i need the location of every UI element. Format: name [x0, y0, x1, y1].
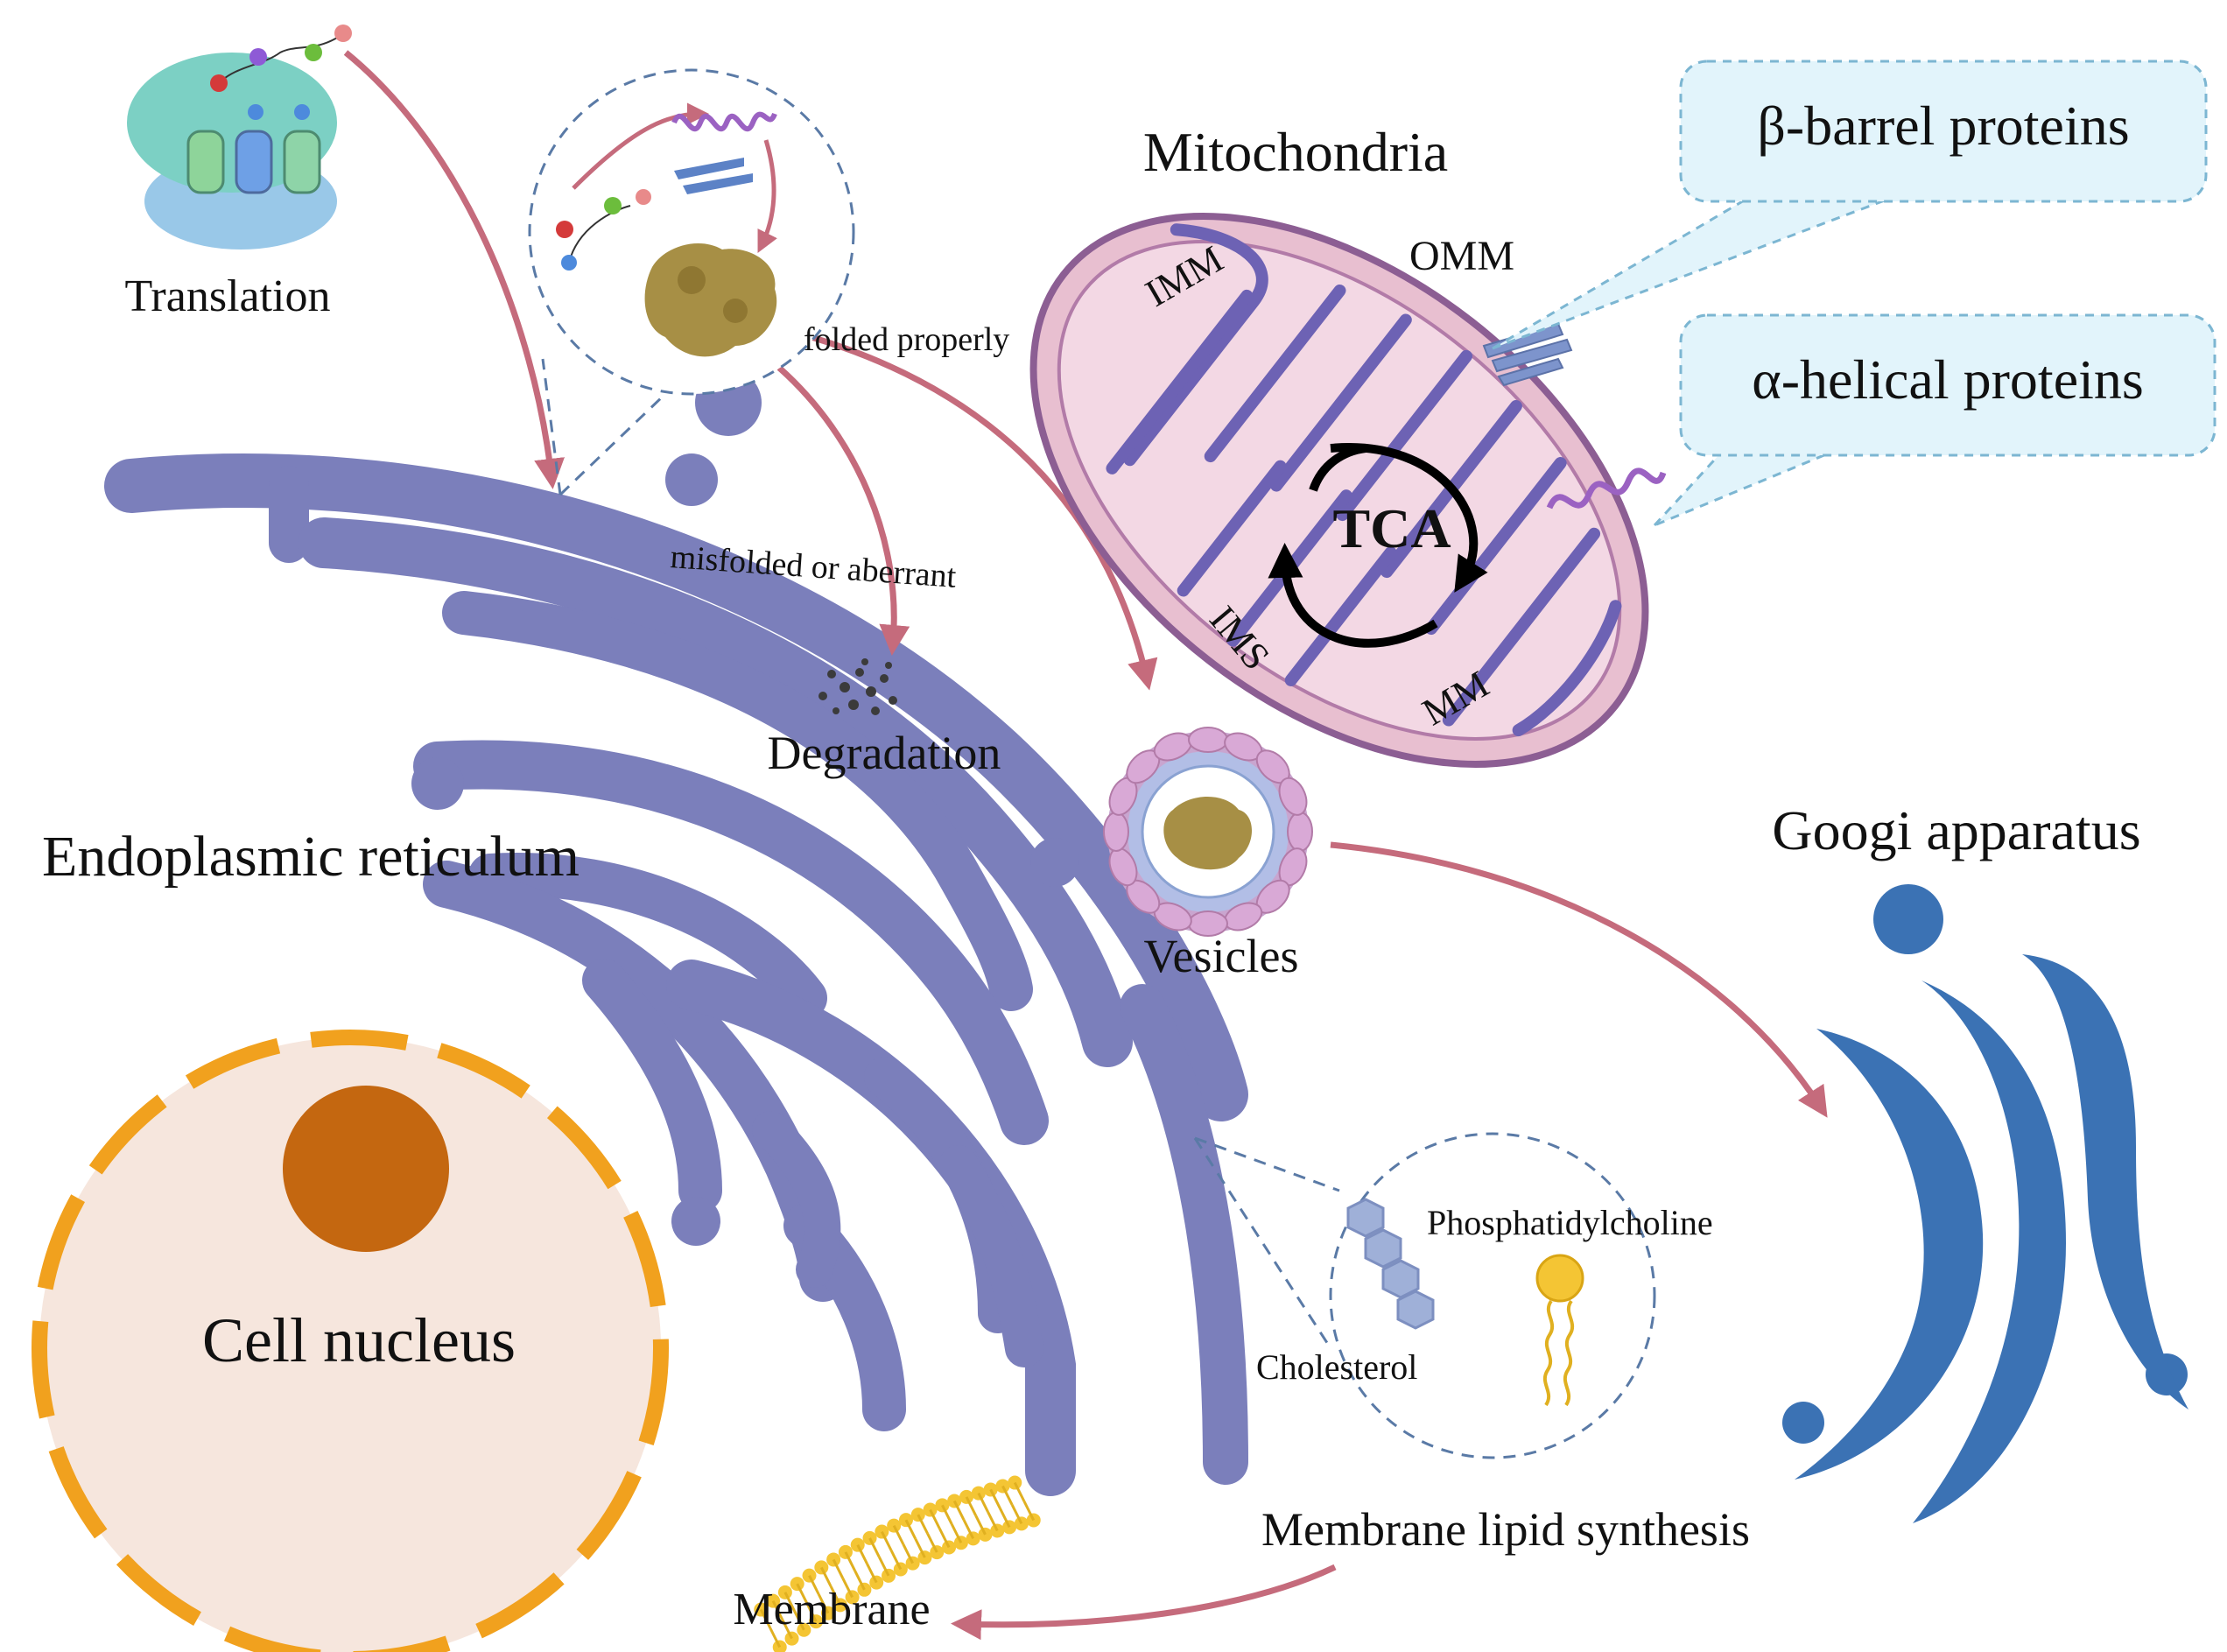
- endoplasmic-reticulum-label: Endoplasmic reticulum: [42, 825, 580, 889]
- lipid-synthesis-inset: Phosphatidylcholine Cholesterol: [1193, 1132, 1713, 1459]
- beta-barrel-label: β-barrel proteins: [1757, 95, 2129, 157]
- er-cisterna-12: [1120, 984, 1248, 1485]
- vesicle-surface-beads: [1103, 727, 1313, 937]
- golgi-cisterna-1: [1795, 1029, 1984, 1480]
- mitochondria-label: Mitochondria: [1143, 121, 1448, 183]
- process-arrows: [343, 50, 1828, 1641]
- alpha-helix-protein-icon: [671, 111, 777, 132]
- er-cisterna-5: [468, 853, 827, 1020]
- vesicles-label: Vesicles: [1144, 930, 1299, 982]
- cell-nucleus-label: Cell nucleus: [202, 1305, 516, 1375]
- beta-sheet-protein-icon: [674, 158, 753, 194]
- phosphatidylcholine-label: Phosphatidylcholine: [1427, 1203, 1713, 1242]
- phosphatidylcholine-icon: [1535, 1254, 1584, 1407]
- translation-label: Translation: [125, 271, 331, 321]
- arrow-vesicles-to-golgi: [1330, 841, 1828, 1118]
- nucleolus: [283, 1086, 449, 1252]
- folded-properly-label: folded properly: [804, 321, 1009, 358]
- alpha-helical-protein-icon: [1546, 467, 1667, 510]
- cholesterol-label: Cholesterol: [1256, 1347, 1417, 1387]
- arrow-folded-to-vesicles: [778, 325, 1158, 691]
- degradation-label: Degradation: [768, 727, 1001, 779]
- alpha-helical-callout: α-helical proteins: [1653, 313, 2216, 527]
- membrane-lipid-synthesis-label: Membrane lipid synthesis: [1261, 1503, 1750, 1556]
- folding-inset: folded properly: [528, 68, 1009, 496]
- tca-cycle: TCA: [1268, 443, 1488, 648]
- arrow-misfolded-to-degradation: [776, 365, 910, 656]
- er-cisterna-13: [939, 1145, 1043, 1367]
- ribosome-icon: Translation: [125, 25, 352, 321]
- endoplasmic-reticulum-shape: [104, 453, 1248, 1496]
- golgi-cisterna-2: [1913, 981, 2066, 1523]
- er-cisterna-3: [442, 591, 1033, 1011]
- beta-barrel-callout: β-barrel proteins: [1492, 60, 2208, 350]
- golgi-apparatus: [1782, 884, 2188, 1523]
- er-cisterna-7: [582, 959, 722, 1213]
- er-cisterna-2: [299, 517, 1133, 1067]
- golgi-cisterna-3: [2022, 954, 2188, 1409]
- degradation-debris-icon: [818, 658, 897, 715]
- arrow-lipid-to-membrane: [951, 1564, 1337, 1641]
- folded-protein-icon: [644, 243, 777, 357]
- arrow-translation-to-er: [343, 50, 565, 489]
- membrane-label: Membrane: [733, 1585, 930, 1634]
- tca-label: TCA: [1332, 497, 1451, 559]
- cholesterol-icon: [1346, 1198, 1435, 1330]
- er-cisterna-11: [752, 1111, 841, 1288]
- alpha-helical-label: α-helical proteins: [1752, 348, 2144, 411]
- vesicle-icon: [1107, 731, 1309, 932]
- golgi-label: Googi apparatus: [1772, 799, 2140, 861]
- omm-label: OMM: [1409, 233, 1514, 279]
- er-cisterna-4: [413, 740, 1049, 1145]
- membrane-bilayer-icon: [754, 1475, 1041, 1652]
- cell-nucleus: Cell nucleus: [32, 1030, 669, 1652]
- er-cisterna-1: [104, 453, 1248, 1121]
- nucleus-body: [32, 1030, 669, 1652]
